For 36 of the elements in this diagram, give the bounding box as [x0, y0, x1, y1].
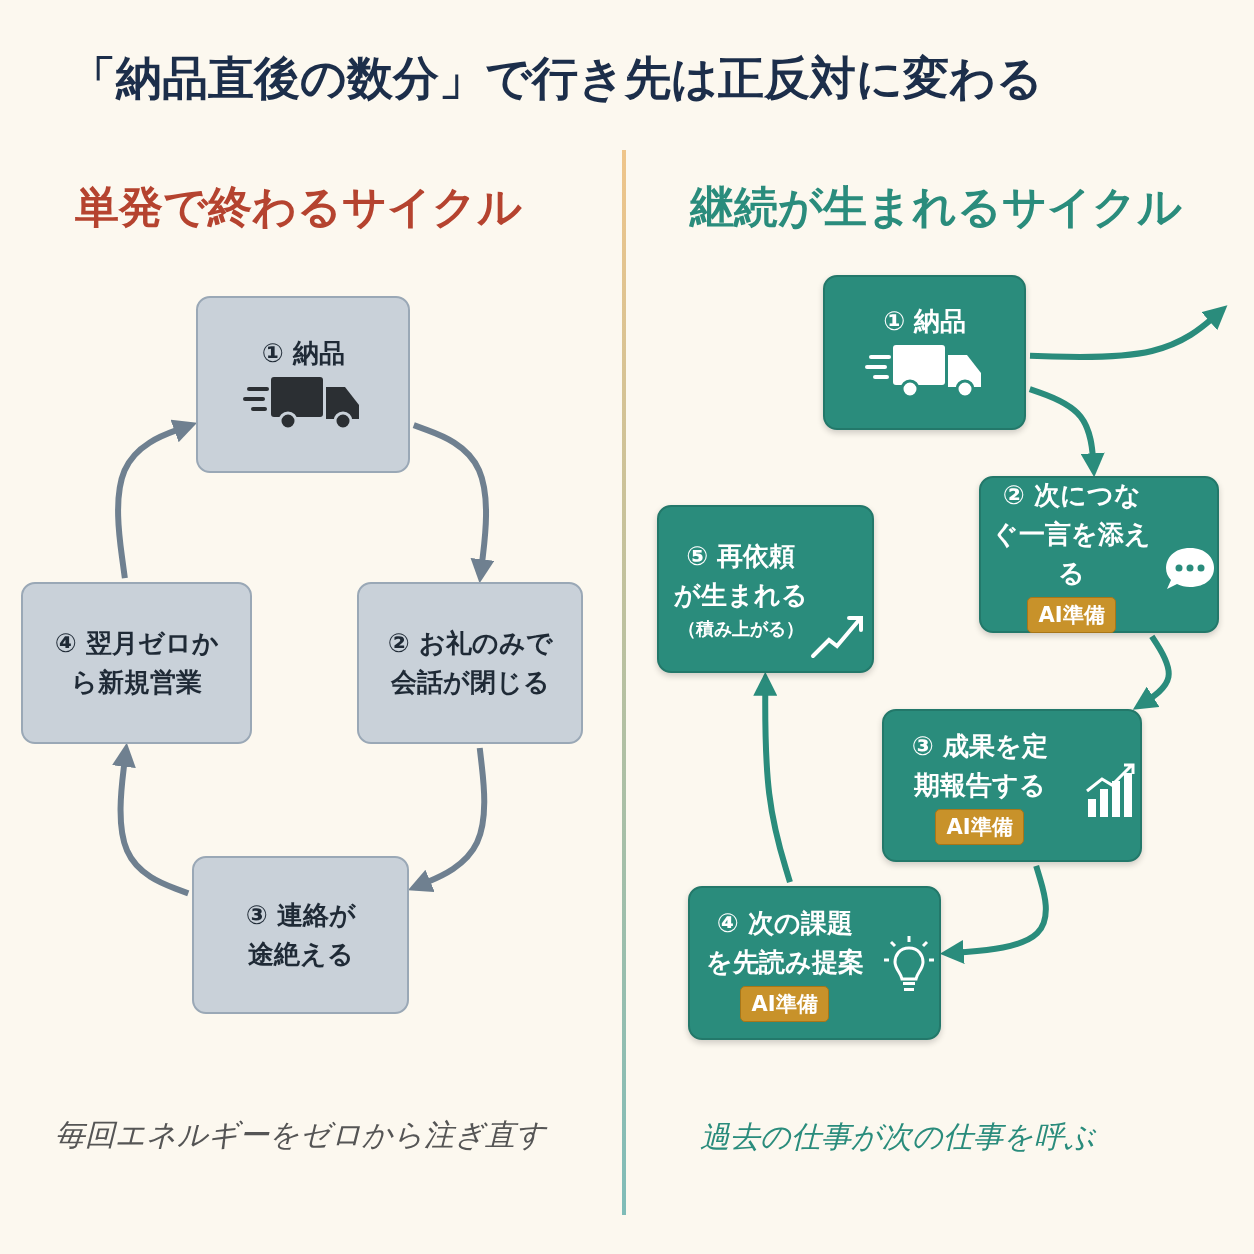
curved-arrow	[407, 747, 488, 892]
step-text: ③ 成果を定期報告する	[910, 729, 1049, 802]
step-box	[357, 582, 583, 744]
step-text: ② 次につなぐ一言を添える	[991, 479, 1152, 590]
curved-arrow	[412, 422, 495, 584]
step-box	[196, 296, 410, 473]
page-title: 「納品直後の数分」で行き先は正反対に変わる	[70, 50, 1043, 107]
ai-prep-badge: AI準備	[1027, 597, 1116, 633]
curved-arrow	[112, 742, 190, 897]
curved-arrow	[1132, 634, 1172, 710]
step-text: ⑤ 再依頼が生まれる	[673, 540, 808, 612]
section-heading: 継続が生まれるサイクル	[690, 180, 1182, 234]
step-text: ① 納品	[881, 305, 968, 338]
step-card	[979, 476, 1219, 633]
step-text: ④ 次の課題を先読み提案	[704, 907, 865, 979]
step-note: （積み上がる）	[677, 617, 804, 641]
ai-prep-badge: AI準備	[935, 808, 1024, 845]
step-box	[21, 582, 252, 744]
step-box	[192, 856, 409, 1014]
step-text: ② お礼のみで会話が閉じる	[386, 627, 554, 699]
ai-prep-badge: AI準備	[740, 986, 829, 1022]
step-text: ① 納品	[260, 337, 346, 370]
step-card	[882, 709, 1142, 862]
curved-arrow	[1028, 386, 1105, 478]
curved-arrow	[115, 419, 198, 579]
curved-arrow	[939, 864, 1049, 965]
summary-text: 毎回エネルギーをゼロから注ぎ直す	[55, 1116, 546, 1154]
step-text: ④ 翌月ゼロから新規営業	[53, 627, 220, 699]
step-card	[657, 505, 874, 673]
section-heading: 単発で終わるサイクル	[75, 180, 522, 234]
summary-text: 過去の仕事が次の仕事を呼ぶ	[700, 1118, 1095, 1156]
curved-arrow	[1029, 305, 1228, 361]
step-card	[823, 275, 1026, 430]
curved-arrow	[753, 671, 793, 884]
step-text: ③ 連絡が途絶える	[244, 899, 357, 971]
step-card	[688, 886, 941, 1040]
